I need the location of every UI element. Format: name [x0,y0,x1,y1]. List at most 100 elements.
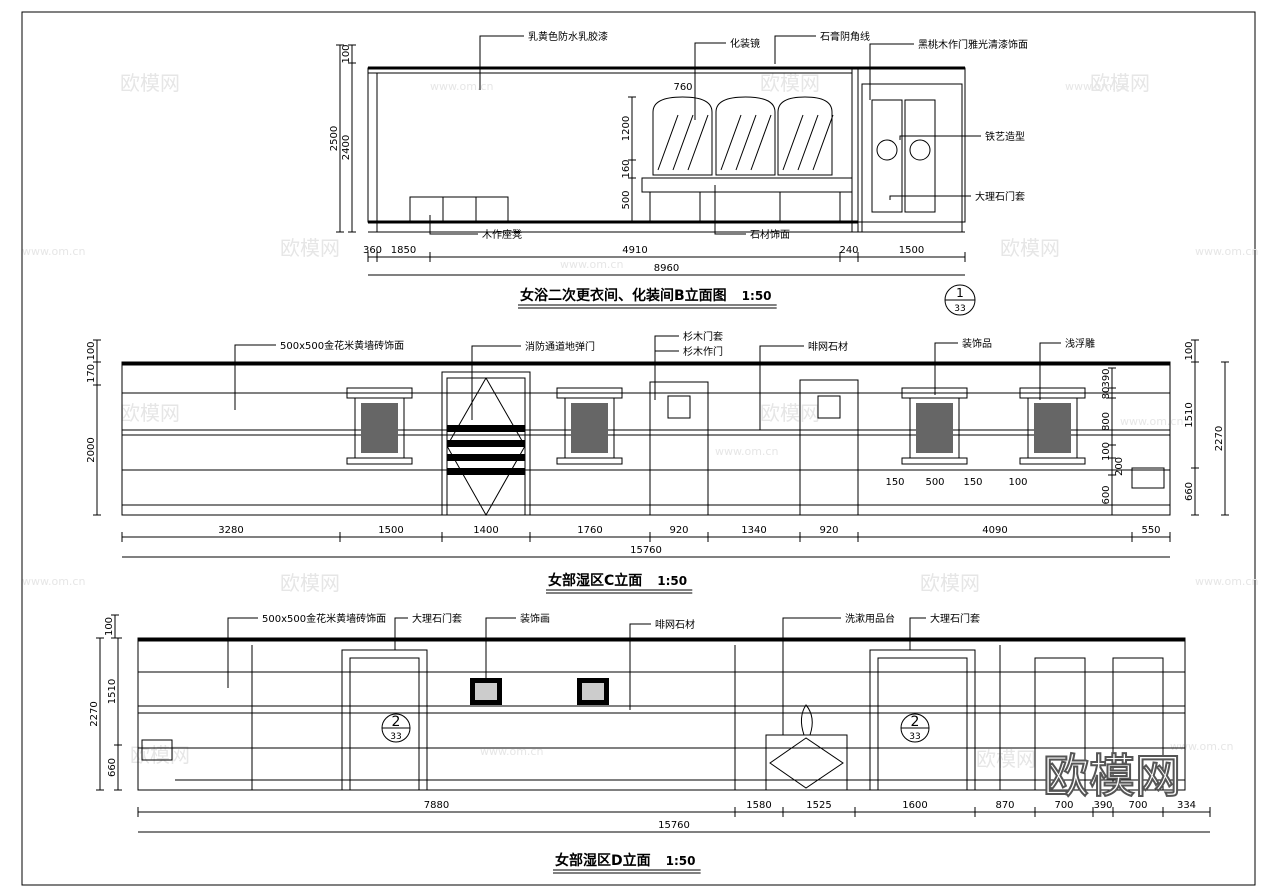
annotation-label: 大理石门套 [412,612,462,625]
mirror-hatch [657,114,679,171]
watermark-url: www.om.cn [430,80,493,93]
leader-line [714,185,746,235]
dimension-value: 4090 [982,525,1007,536]
dimension-value: 3280 [218,525,243,536]
leader-line [234,344,276,410]
window-sill [901,457,968,465]
window-sill [556,457,623,465]
dimension-value: 1400 [473,525,498,536]
watermark-logo: 欧模网 [1000,236,1060,260]
watermark-url: www.om.cn [22,575,85,588]
watermark-logo: 欧模网 [1090,71,1150,95]
dimension-value: 1850 [391,245,416,256]
watermark-logo: 欧模网 [920,571,980,595]
window-sill [346,457,413,465]
mirror-hatch [782,114,804,171]
vanity-counter [641,177,853,193]
dimension-value: 4910 [622,245,647,256]
dimension-value: 390 [1101,368,1112,387]
leader-line [694,42,726,120]
leader-line [394,617,408,650]
toiletries-counter [765,734,848,791]
dimension-value: 334 [1177,800,1196,811]
mirror-hatch [720,114,742,171]
annotation-label: 大理石门套 [975,190,1025,203]
scale-label: 1:50 [666,854,696,868]
annotation-label: 化装镜 [730,37,760,50]
vase-ornament [800,704,813,736]
watermark-url: www.om.cn [1195,575,1258,588]
watermark-url: www.om.cn [715,445,778,458]
leader-line [654,335,679,382]
dimension-value: 1600 [902,800,927,811]
watermark-logo: 欧模网 [280,236,340,260]
annotation-label: 啡网石材 [655,618,695,631]
leader-line [899,135,981,140]
annotation-label: 铁艺造型 [985,130,1025,143]
dimension-value: 100 [341,44,352,63]
leader-line [934,342,958,395]
mirror-hatch [735,114,757,171]
elevation-title: 女浴二次更衣间、化装间B立面图 [520,287,727,304]
dimension-value: 1200 [621,116,632,141]
leader-line [889,195,971,200]
dimension-value: 920 [669,525,688,536]
annotation-label: 浅浮雕 [1065,337,1095,350]
door[interactable] [1034,657,1086,791]
section-marker-number: 1 [956,286,964,300]
annotation-label: 杉木作门 [683,345,723,358]
watermark-url: www.om.cn [1195,245,1258,258]
dimension-value: 2270 [89,701,100,726]
iron-door-leaf [904,99,936,213]
fir-wood-door [799,379,859,516]
decorative-windows [346,387,1086,465]
leader-line [774,35,816,64]
dimension-value: 1510 [1184,402,1195,427]
dimension-value: 870 [995,800,1014,811]
watermark-logo: 欧模网 [760,71,820,95]
scale-label: 1:50 [657,574,687,588]
dimension-value: 150 [885,477,904,488]
dimension-value: 550 [1141,525,1160,536]
drawing-frame [21,11,1256,886]
leader-line [471,345,521,420]
fir-wood-door [649,381,709,516]
makeup-mirrors [652,96,834,176]
watermark-url: www.om.cn [22,245,85,258]
annotation-label: 黑桃木作门雅光清漆饰面 [918,38,1028,51]
door[interactable] [1112,657,1164,791]
door-frame [861,83,963,233]
elevation-title: 女部湿区D立面 [555,852,651,869]
dimension-value: 600 [1101,485,1112,504]
annotation-label: 装饰画 [520,612,550,625]
watermark-large: 欧模网 [1042,748,1182,804]
watermark-url: www.om.cn [1120,415,1183,428]
dimension-value: 1580 [746,800,771,811]
dimension-value: 1340 [741,525,766,536]
dimension-value: 240 [839,245,858,256]
leader-line [1039,342,1061,400]
annotation-label: 乳黄色防水乳胶漆 [528,30,608,43]
annotation-label: 消防通道地弹门 [525,340,595,353]
dimension-total: 8960 [654,263,679,274]
watermark-logo: 欧模网 [120,401,180,425]
dimension-value: 1525 [806,800,831,811]
dimension-value: 170 [86,364,97,383]
dimension-value: 390 [1093,800,1112,811]
detail-marker-number: 2 [392,714,401,730]
dimension-value: 760 [673,82,692,93]
dimension-value: 2500 [329,126,340,151]
watermark-logo: 欧模网 [976,747,1036,771]
mirror [777,96,833,176]
mirror [715,96,776,176]
dimension-value: 660 [107,758,118,777]
annotation-label: 石材饰面 [750,228,790,241]
dimension-value: 100 [1101,442,1112,461]
dimension-value: 200 [1114,457,1125,476]
dimension-value: 160 [621,159,632,178]
annotation-label: 啡网石材 [808,340,848,353]
dimension-value: 1760 [577,525,602,536]
dimension-value: 800 [1101,412,1112,431]
